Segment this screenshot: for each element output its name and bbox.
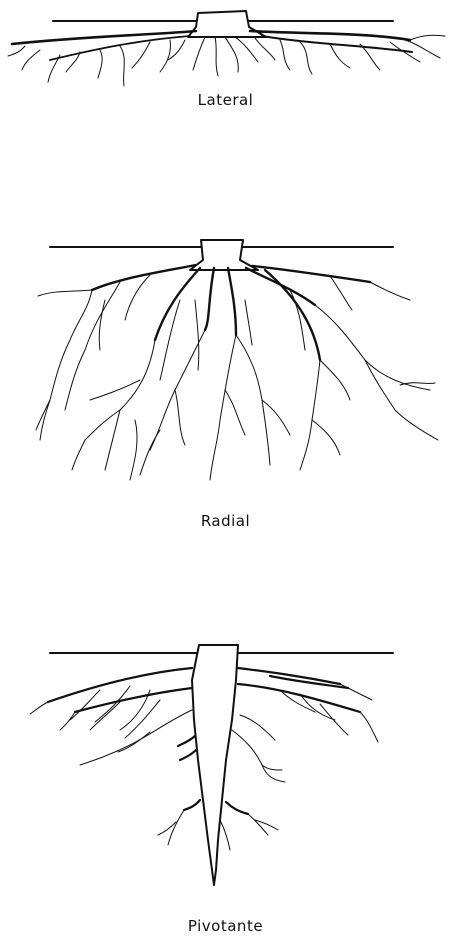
lateral-stem bbox=[188, 11, 266, 37]
radial-root-figure bbox=[36, 240, 438, 480]
radial-main-roots bbox=[92, 265, 370, 360]
lateral-label: Lateral bbox=[0, 91, 451, 109]
pivotante-taproot bbox=[192, 645, 238, 885]
radial-fine-roots bbox=[36, 275, 438, 480]
lateral-fine-roots bbox=[8, 35, 445, 86]
radial-label: Radial bbox=[0, 512, 451, 530]
pivotante-root-figure bbox=[30, 645, 393, 885]
radial-stem bbox=[190, 240, 258, 270]
lateral-root-figure bbox=[8, 11, 445, 86]
pivotante-label: Pivotante bbox=[0, 917, 451, 935]
